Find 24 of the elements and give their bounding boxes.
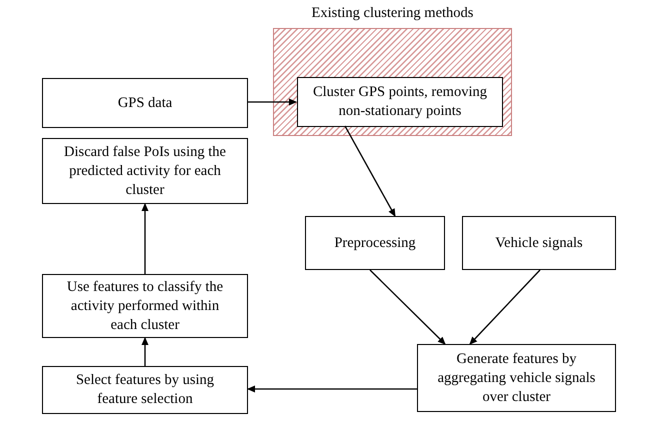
- process-box: [42, 138, 248, 204]
- process-box: [297, 77, 503, 127]
- box-label: Generate features by aggregating vehicle signals over cluster: [436, 350, 596, 406]
- process-box: [42, 274, 248, 338]
- process-box: [417, 344, 616, 412]
- arrow: [142, 337, 148, 366]
- process-box: [42, 78, 248, 128]
- arrow: [344, 126, 396, 217]
- box-label: Select features by using feature selection: [74, 371, 216, 409]
- box-label: GPS data: [118, 94, 172, 112]
- process-box: [462, 216, 616, 270]
- process-box: [305, 216, 445, 270]
- box-label: Vehicle signals: [495, 234, 583, 252]
- box-label: Preprocessing: [334, 234, 416, 252]
- box-label: Cluster GPS points, removing non-stationary points: [312, 83, 488, 121]
- box-label: Discard false PoIs using the predicted activity for each cluster: [63, 142, 227, 200]
- arrow: [142, 203, 148, 274]
- arrow: [248, 98, 297, 106]
- group-heading: Existing clustering methods: [310, 4, 474, 23]
- arrow: [370, 270, 446, 345]
- process-box: [42, 366, 248, 414]
- arrow: [469, 270, 540, 345]
- box-label: Use features to classify the activity performed within each cluster: [66, 278, 224, 334]
- arrow: [247, 386, 417, 392]
